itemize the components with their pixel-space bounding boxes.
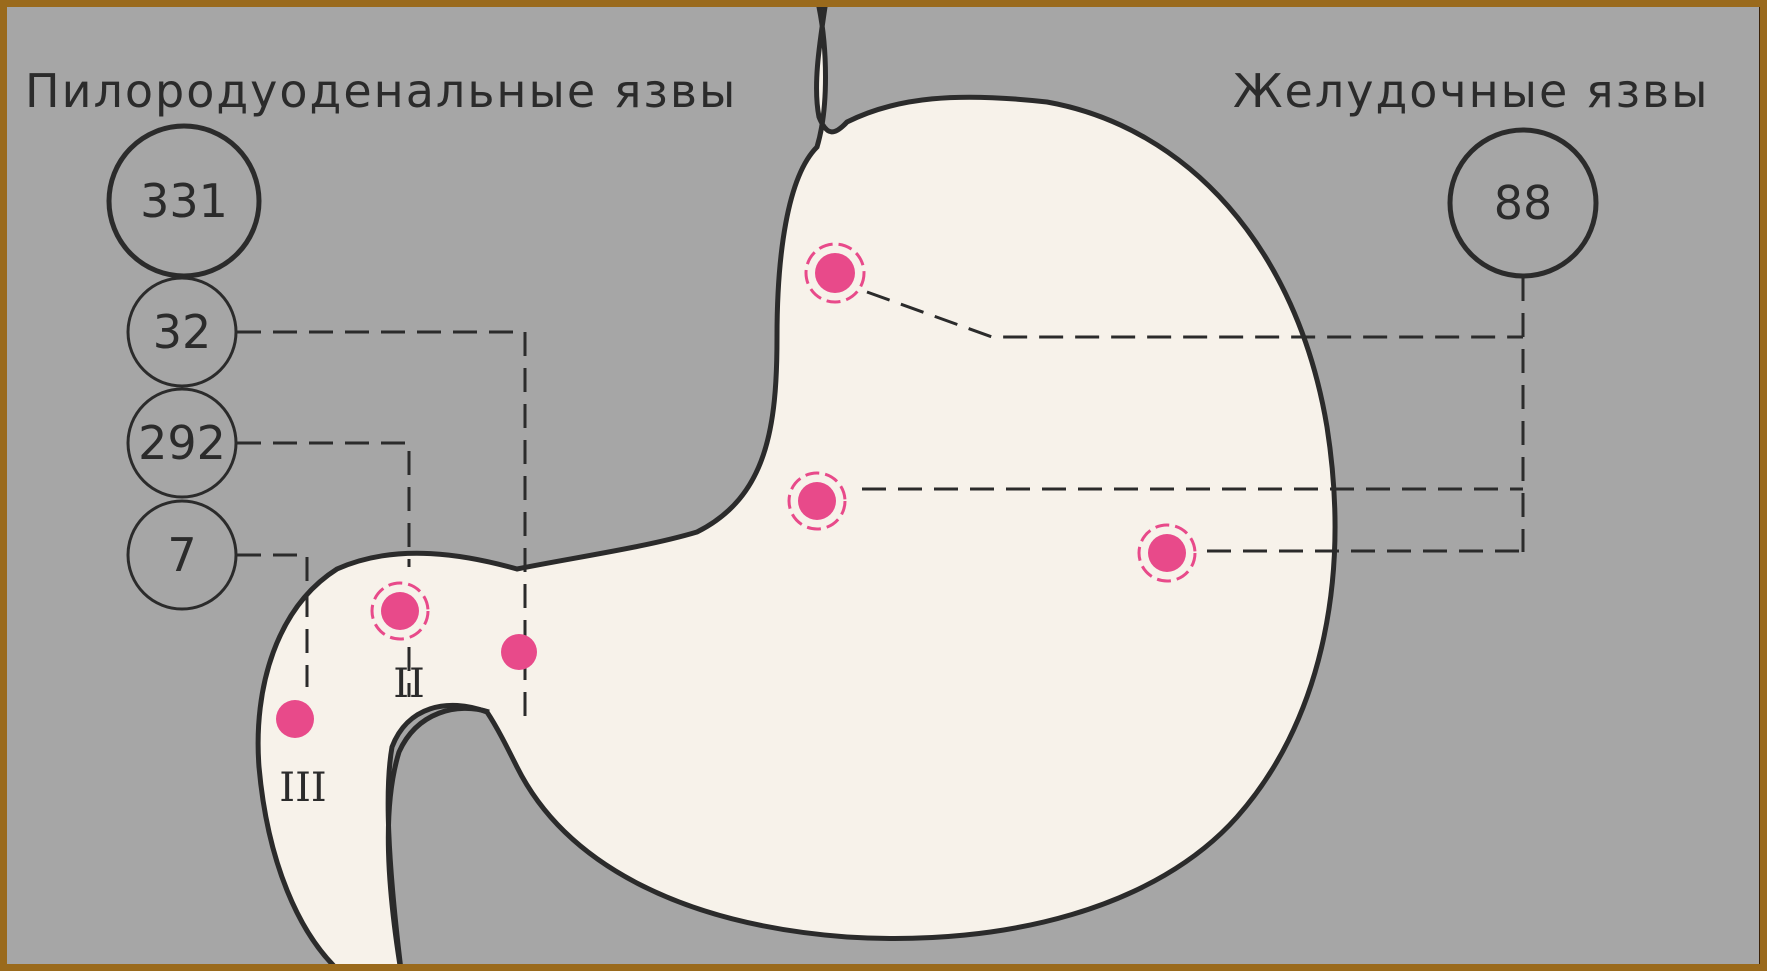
total-count-circle: 331 [109,126,259,276]
type-2-count-label: 292 [138,416,226,470]
duodenum-inner-curve [388,708,489,971]
type-3-marker: III [279,765,326,811]
leader-line-type-2 [237,443,409,567]
gastric-title: Желудочные язвы [1233,64,1709,118]
ulcer-spot-type-1 [501,634,537,670]
type-2-count-circle: 292 [128,389,236,497]
type-3-count-circle: 7 [128,501,236,609]
type-2-marker: II [393,661,425,707]
type-3-count-label: 7 [167,528,196,582]
type-1-count-label: 32 [153,305,212,359]
total-count-label: 331 [140,174,228,228]
ulcer-spot-type-3 [276,700,314,738]
stomach-ulcer-diagram: Пилородуоденальные язвы Желудочные язвы … [7,7,1767,971]
gastric-count-label: 88 [1494,176,1553,230]
pyloroduodenal-title: Пилородуоденальные язвы [25,64,737,118]
gastric-count-circle: 88 [1450,130,1596,276]
type-1-count-circle: 32 [128,278,236,386]
